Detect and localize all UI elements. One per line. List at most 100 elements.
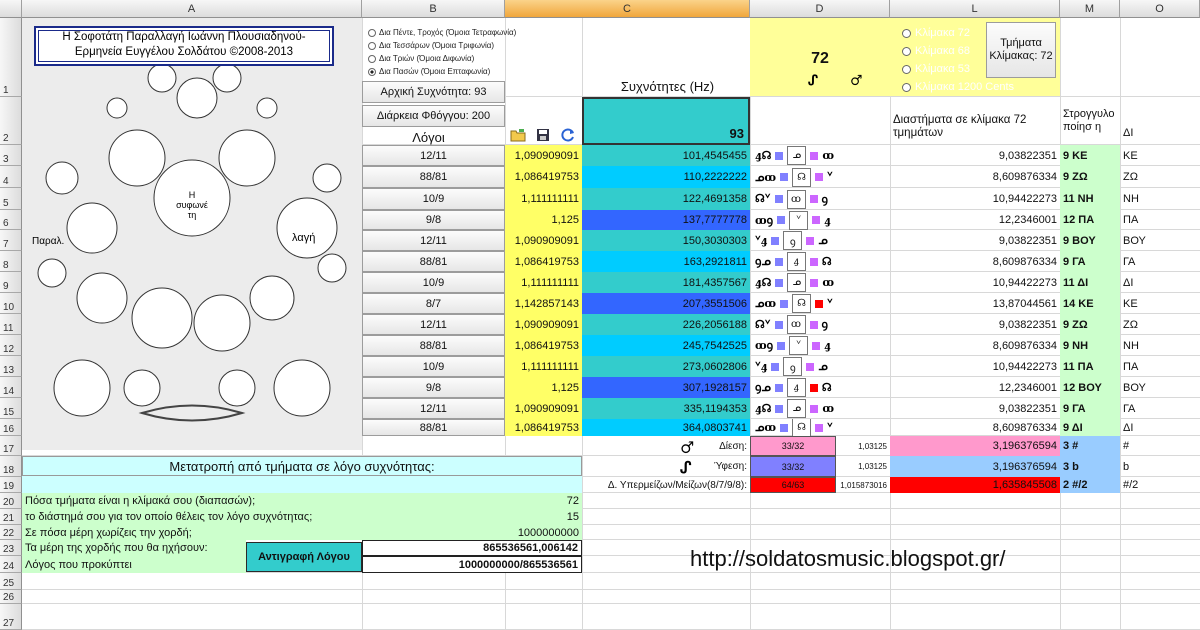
flat-marker-icon[interactable]: [774, 320, 783, 329]
row-header[interactable]: 13: [0, 356, 22, 377]
rounded-cell[interactable]: 9 ΓΑ: [1060, 398, 1120, 419]
frequency-cell[interactable]: 226,2056188: [582, 314, 750, 335]
accidental-rounded-cell[interactable]: 3 #: [1060, 436, 1120, 456]
conversion-value-cell[interactable]: 1000000000: [362, 525, 582, 540]
interval-cell[interactable]: 13,87044561: [992, 297, 1057, 310]
sharp-marker-icon[interactable]: [810, 151, 819, 160]
interval-cell[interactable]: 12,2346001: [998, 214, 1057, 226]
rounded-cell[interactable]: 9 ΖΩ: [1060, 314, 1120, 335]
conversion-value-cell[interactable]: 1000000000/865536561: [362, 556, 582, 573]
row-header[interactable]: 6: [0, 210, 22, 230]
row-header[interactable]: 17: [0, 436, 22, 456]
accidental-note-cell[interactable]: #: [1123, 440, 1130, 452]
note-cell[interactable]: ΖΩ: [1123, 171, 1138, 183]
frequency-cell[interactable]: 307,1928157: [582, 377, 750, 398]
flat-marker-icon[interactable]: [780, 173, 789, 181]
rounded-cell[interactable]: 9 ΝΗ: [1060, 335, 1120, 356]
ratio-cell[interactable]: 9/8: [362, 377, 505, 398]
base-frequency-cell[interactable]: 93: [582, 97, 750, 145]
duration-button[interactable]: Διάρκεια Φθόγγου: 200: [362, 105, 505, 127]
note-cell[interactable]: ΝΗ: [1123, 339, 1139, 352]
neume-button[interactable]: ᘁ: [789, 210, 809, 230]
frequency-cell[interactable]: 110,2222222: [582, 166, 750, 188]
row-header[interactable]: 4: [0, 166, 22, 188]
accidental-ratio-cell[interactable]: 33/32: [750, 436, 836, 456]
decimal-cell[interactable]: 1,086419753: [505, 419, 582, 436]
note-cell[interactable]: ΖΩ: [1123, 318, 1138, 331]
row-header[interactable]: 12: [0, 335, 22, 356]
row-header[interactable]: 23: [0, 540, 22, 556]
flat-marker-icon[interactable]: [775, 278, 784, 287]
frequency-cell[interactable]: 101,4545455: [582, 145, 750, 166]
sharp-marker-icon[interactable]: [809, 320, 818, 329]
col-header-m[interactable]: M: [1060, 0, 1120, 18]
neume-button[interactable]: ᘁ: [789, 336, 809, 355]
col-header-c[interactable]: C: [505, 0, 750, 18]
flat-marker-icon[interactable]: [780, 423, 789, 432]
ratio-cell[interactable]: 10/9: [362, 272, 505, 293]
frequency-cell[interactable]: 122,4691358: [582, 188, 750, 210]
note-cell[interactable]: ΠΑ: [1123, 214, 1139, 226]
frequency-cell[interactable]: 207,3551506: [582, 293, 750, 314]
radio-icon[interactable]: [368, 41, 376, 50]
accidental-value-cell[interactable]: 3,196376594: [890, 456, 1060, 477]
accidental-value-cell[interactable]: 3,196376594: [890, 436, 1060, 456]
ratio-cell[interactable]: 88/81: [362, 335, 505, 356]
note-cell[interactable]: ΓΑ: [1123, 255, 1136, 268]
sharp-marker-icon[interactable]: [810, 278, 819, 287]
open-folder-icon[interactable]: [507, 125, 529, 145]
rounded-cell[interactable]: 12 ΠΑ: [1060, 210, 1120, 230]
rounded-cell[interactable]: 11 ΠΑ: [1060, 356, 1120, 377]
flat-marker-icon[interactable]: [777, 341, 786, 350]
ratio-cell[interactable]: 10/9: [362, 356, 505, 377]
flat-marker-icon[interactable]: [771, 236, 780, 245]
flat-marker-icon[interactable]: [777, 216, 786, 224]
flat-marker-icon[interactable]: [774, 195, 783, 203]
sharp-marker-icon[interactable]: [815, 299, 824, 308]
radio-icon[interactable]: [902, 64, 911, 74]
sharp-marker-icon[interactable]: [809, 383, 818, 392]
sharp-marker-icon[interactable]: [806, 236, 815, 245]
sharp-marker-icon[interactable]: [810, 404, 819, 413]
row-header[interactable]: 11: [0, 314, 22, 335]
interval-cell[interactable]: 10,94422273: [992, 276, 1057, 289]
row-header[interactable]: 22: [0, 525, 22, 540]
frequency-cell[interactable]: 364,0803741: [582, 419, 750, 436]
radio-icon[interactable]: [368, 28, 376, 37]
frequency-cell[interactable]: 150,3030303: [582, 230, 750, 251]
accidental-rounded-cell[interactable]: 2 #/2: [1060, 477, 1120, 493]
decimal-cell[interactable]: 1,125: [505, 377, 582, 398]
save-disk-icon[interactable]: [532, 125, 554, 145]
interval-cell[interactable]: 9,03822351: [998, 149, 1057, 162]
neume-button[interactable]: ꝯ: [783, 231, 803, 250]
rounded-cell[interactable]: 9 ΓΑ: [1060, 251, 1120, 272]
row-header[interactable]: 20: [0, 493, 22, 509]
accidental-ratio-cell[interactable]: 33/32: [750, 456, 836, 477]
frequency-cell[interactable]: 273,0602806: [582, 356, 750, 377]
frequency-cell[interactable]: 245,7542525: [582, 335, 750, 356]
neume-button[interactable]: ☊: [792, 419, 812, 436]
rounded-cell[interactable]: 9 ΚΕ: [1060, 145, 1120, 166]
accidental-rounded-cell[interactable]: 3 b: [1060, 456, 1120, 477]
conversion-value-cell[interactable]: 865536561,006142: [362, 540, 582, 556]
rounded-cell[interactable]: 12 ΒΟΥ: [1060, 377, 1120, 398]
sharp-marker-icon[interactable]: [815, 423, 824, 432]
sharp-marker-icon[interactable]: [809, 195, 818, 203]
neume-button[interactable]: ᓄ: [787, 146, 807, 165]
interval-mode-option[interactable]: Δια Τριών (Όμοια Διφωνία): [368, 52, 583, 65]
radio-icon[interactable]: [368, 54, 376, 63]
ratio-cell[interactable]: 88/81: [362, 251, 505, 272]
neume-button[interactable]: ᓄ: [787, 273, 807, 292]
sharp-marker-icon[interactable]: [815, 173, 824, 181]
neume-button[interactable]: ꝯ: [783, 357, 803, 376]
ratio-cell[interactable]: 12/11: [362, 314, 505, 335]
interval-cell[interactable]: 8,609876334: [992, 421, 1057, 434]
row-header[interactable]: 1: [0, 18, 22, 97]
flat-marker-icon[interactable]: [774, 383, 783, 392]
interval-mode-option[interactable]: Δια Τεσσάρων (Όμοια Τριφωνία): [368, 39, 583, 52]
radio-icon[interactable]: [368, 67, 376, 76]
decimal-cell[interactable]: 1,111111111: [505, 356, 582, 377]
decimal-cell[interactable]: 1,111111111: [505, 188, 582, 210]
sharp-marker-icon[interactable]: [812, 216, 821, 224]
rounded-cell[interactable]: 11 ΔΙ: [1060, 272, 1120, 293]
